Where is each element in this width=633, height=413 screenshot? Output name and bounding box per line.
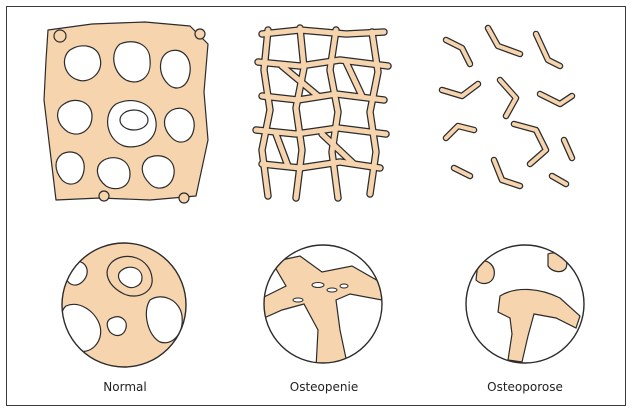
osteoporose-magnified-circle [466, 245, 584, 363]
normal-magnified-circle [60, 242, 190, 372]
osteoporose-trabecular-block [442, 28, 572, 186]
osteopenie-trabecular-block [256, 28, 388, 198]
normal-trabecular-block [44, 22, 208, 203]
label-osteoporose: Osteoporose [455, 380, 595, 394]
label-normal: Normal [55, 380, 195, 394]
osteopenie-magnified-circle [262, 244, 386, 368]
label-osteopenie: Osteopenie [254, 380, 394, 394]
